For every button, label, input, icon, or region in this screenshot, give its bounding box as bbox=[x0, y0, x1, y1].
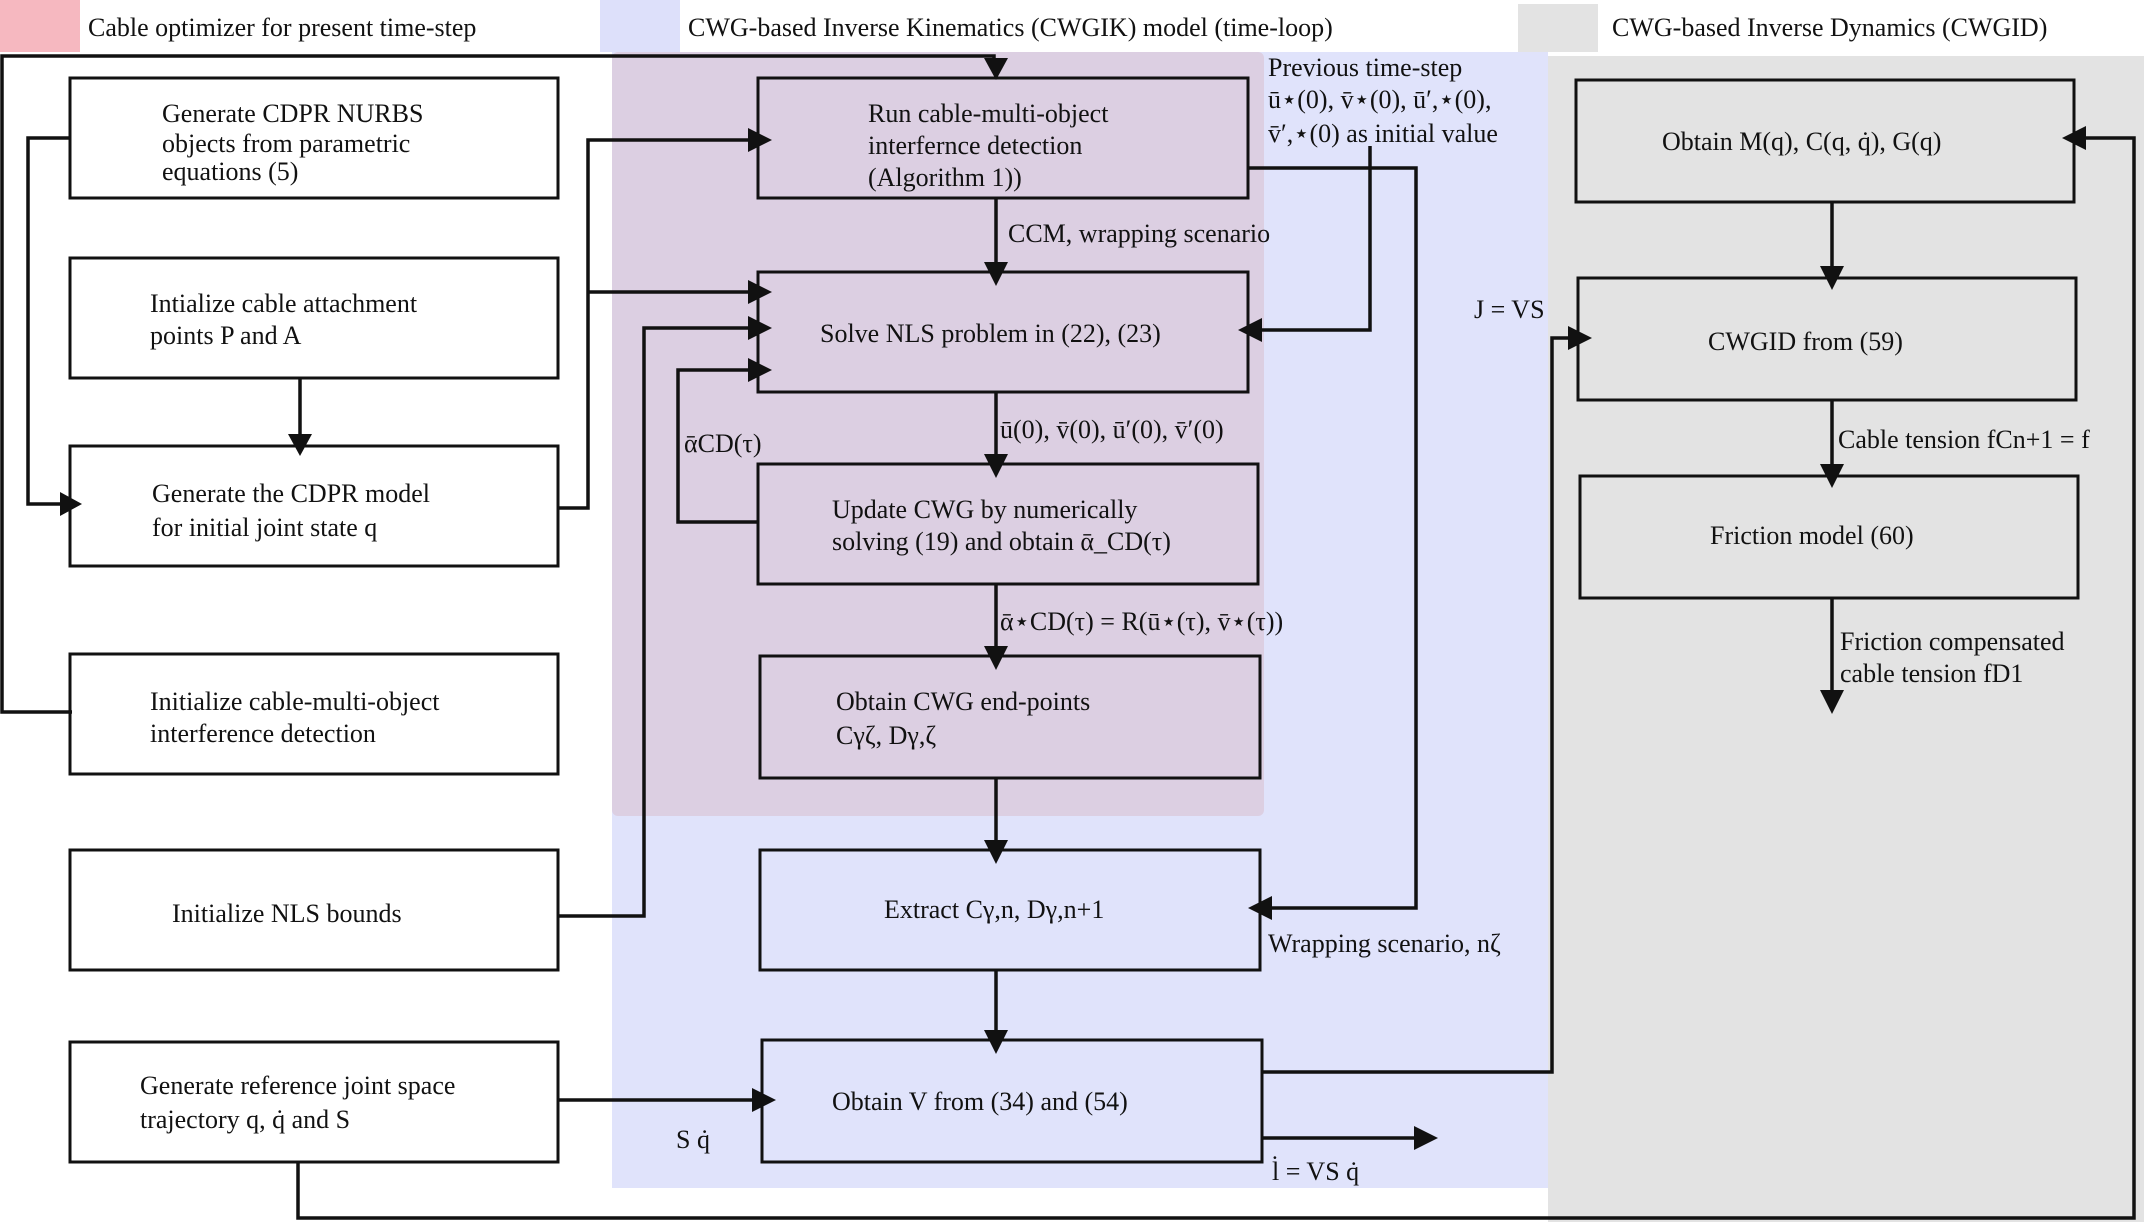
legend-swatch-cwgik bbox=[600, 0, 680, 52]
arrowhead-endpoints-top bbox=[984, 646, 1008, 670]
label-uv0: ū(0), v̄(0), ū′(0), v̄′(0) bbox=[1000, 415, 1224, 444]
legend-swatch-cwgid bbox=[1518, 4, 1598, 52]
connector-run-to-extract bbox=[1248, 166, 1418, 910]
arrowhead-cwgid-left bbox=[1568, 326, 1592, 350]
arrowhead-obtain-v-left bbox=[752, 1088, 776, 1112]
connector-nurbs-to-model bbox=[26, 136, 70, 506]
label-wrapping-n: Wrapping scenario, nζ bbox=[1268, 929, 1501, 958]
gen-traj-box bbox=[68, 1040, 560, 1164]
run-interf-text-3: (Algorithm 1)) bbox=[868, 163, 1022, 192]
connectors bbox=[0, 54, 2136, 1220]
label-alpha-star: ᾱ⋆CD(τ) = R(ū⋆(τ), v̄⋆(τ)) bbox=[1000, 607, 1283, 636]
connector-v-to-cwgid bbox=[1262, 336, 1572, 1074]
gen-nurbs-text-1: Generate CDPR NURBS bbox=[162, 99, 423, 128]
cwgid-region bbox=[1548, 56, 2144, 1222]
arrowhead-cwgid-top bbox=[1820, 266, 1844, 290]
legend-swatch-optimizer bbox=[0, 0, 80, 52]
update-cwg-text-1: Update CWG by numerically bbox=[832, 495, 1137, 524]
arrowhead-run-interf-top bbox=[984, 58, 1008, 80]
connector-feedback-alpha bbox=[676, 368, 758, 524]
arrowhead-friction-output bbox=[1820, 690, 1844, 714]
label-j-vs: J = VS bbox=[1474, 295, 1545, 324]
gen-nurbs-text-2: objects from parametric bbox=[162, 129, 410, 158]
label-prev-step-1: Previous time-step bbox=[1268, 53, 1462, 82]
arrowhead-extract-right bbox=[1248, 896, 1272, 920]
label-friction-comp-2: cable tension fD1 bbox=[1840, 659, 2023, 688]
arrowhead-ldot-output bbox=[1414, 1126, 1438, 1150]
update-cwg-box bbox=[756, 462, 1260, 586]
connector-traj-to-mcg bbox=[296, 136, 2136, 1220]
label-friction-comp-1: Friction compensated bbox=[1840, 627, 2065, 656]
arrowhead-solve-left-2 bbox=[748, 316, 772, 340]
init-interf-text-1: Initialize cable-multi-object bbox=[150, 687, 440, 716]
run-interf-text-2: interfernce detection bbox=[868, 131, 1082, 160]
gen-nurbs-text-3: equations (5) bbox=[162, 157, 298, 186]
legend: Cable optimizer for present time-step CW… bbox=[0, 0, 2047, 52]
label-l-dot: l̇ = VS q̇ bbox=[1272, 1157, 1359, 1186]
cwgid-text: CWGID from (59) bbox=[1708, 327, 1903, 356]
arrowhead-extract-top bbox=[984, 840, 1008, 864]
arrowhead-solve-right bbox=[1238, 318, 1262, 342]
run-interf-text-1: Run cable-multi-object bbox=[868, 99, 1109, 128]
init-interf-text-2: interference detection bbox=[150, 719, 376, 748]
obtain-v-text: Obtain V from (34) and (54) bbox=[832, 1087, 1128, 1116]
label-s-qdot: S q̇ bbox=[676, 1125, 710, 1154]
arrowhead-mcg-right bbox=[2062, 126, 2086, 150]
arrowhead-solve-top bbox=[984, 262, 1008, 286]
arrowhead-obtain-v-top bbox=[984, 1030, 1008, 1054]
endpoints-box bbox=[758, 654, 1262, 780]
init-attach-text-2: points P and A bbox=[150, 321, 302, 350]
init-nls-text: Initialize NLS bounds bbox=[172, 899, 402, 928]
arrowhead-update-top bbox=[984, 454, 1008, 478]
gen-model-text-2: for initial joint state q bbox=[152, 513, 377, 542]
connector-model-to-center bbox=[558, 138, 752, 510]
legend-label-cwgik: CWG-based Inverse Kinematics (CWGIK) mod… bbox=[688, 13, 1333, 42]
label-ccm: CCM, wrapping scenario bbox=[1008, 219, 1270, 248]
label-prev-step-2: ū⋆(0), v̄⋆(0), ū′,⋆(0), bbox=[1268, 85, 1491, 114]
label-cable-tension: Cable tension fCn+1 = f bbox=[1838, 425, 2090, 454]
optimizer-region bbox=[612, 52, 1264, 816]
solve-nls-text: Solve NLS problem in (22), (23) bbox=[820, 319, 1161, 348]
gen-traj-text-2: trajectory q, q̇ and S bbox=[140, 1105, 350, 1134]
init-attach-text-1: Intialize cable attachment bbox=[150, 289, 418, 318]
gen-traj-text-1: Generate reference joint space bbox=[140, 1071, 455, 1100]
arrowhead-model-left bbox=[60, 492, 82, 516]
label-prev-step-3: v̄′,⋆(0) as initial value bbox=[1268, 119, 1498, 148]
friction-text: Friction model (60) bbox=[1710, 521, 1914, 550]
endpoints-text-1: Obtain CWG end-points bbox=[836, 687, 1090, 716]
label-alpha-feedback: ᾱCD(τ) bbox=[684, 429, 762, 458]
arrowhead-solve-left-3 bbox=[748, 358, 772, 382]
legend-label-optimizer: Cable optimizer for present time-step bbox=[88, 13, 476, 42]
update-cwg-text-2: solving (19) and obtain ᾱ_CD(τ) bbox=[832, 527, 1171, 556]
obtain-mcg-text: Obtain M(q), C(q, q̇), G(q) bbox=[1662, 127, 1941, 156]
arrowhead-friction-top bbox=[1820, 464, 1844, 488]
connector-nls-to-solve bbox=[558, 326, 752, 918]
arrowhead-run-interf-left bbox=[748, 128, 772, 152]
init-attach-box bbox=[68, 256, 560, 380]
extract-text: Extract Cγ,n, Dγ,n+1 bbox=[884, 895, 1104, 924]
init-nls-box bbox=[68, 848, 560, 972]
arrowhead-model-top bbox=[288, 434, 312, 456]
legend-label-cwgid: CWG-based Inverse Dynamics (CWGID) bbox=[1612, 13, 2047, 42]
endpoints-text-2: Cγζ, Dγ,ζ bbox=[836, 721, 936, 750]
connector-prev-to-solve bbox=[1256, 146, 1372, 332]
init-interf-box bbox=[68, 652, 560, 776]
gen-model-text-1: Generate the CDPR model bbox=[152, 479, 430, 508]
arrowhead-solve-left-1 bbox=[748, 280, 772, 304]
